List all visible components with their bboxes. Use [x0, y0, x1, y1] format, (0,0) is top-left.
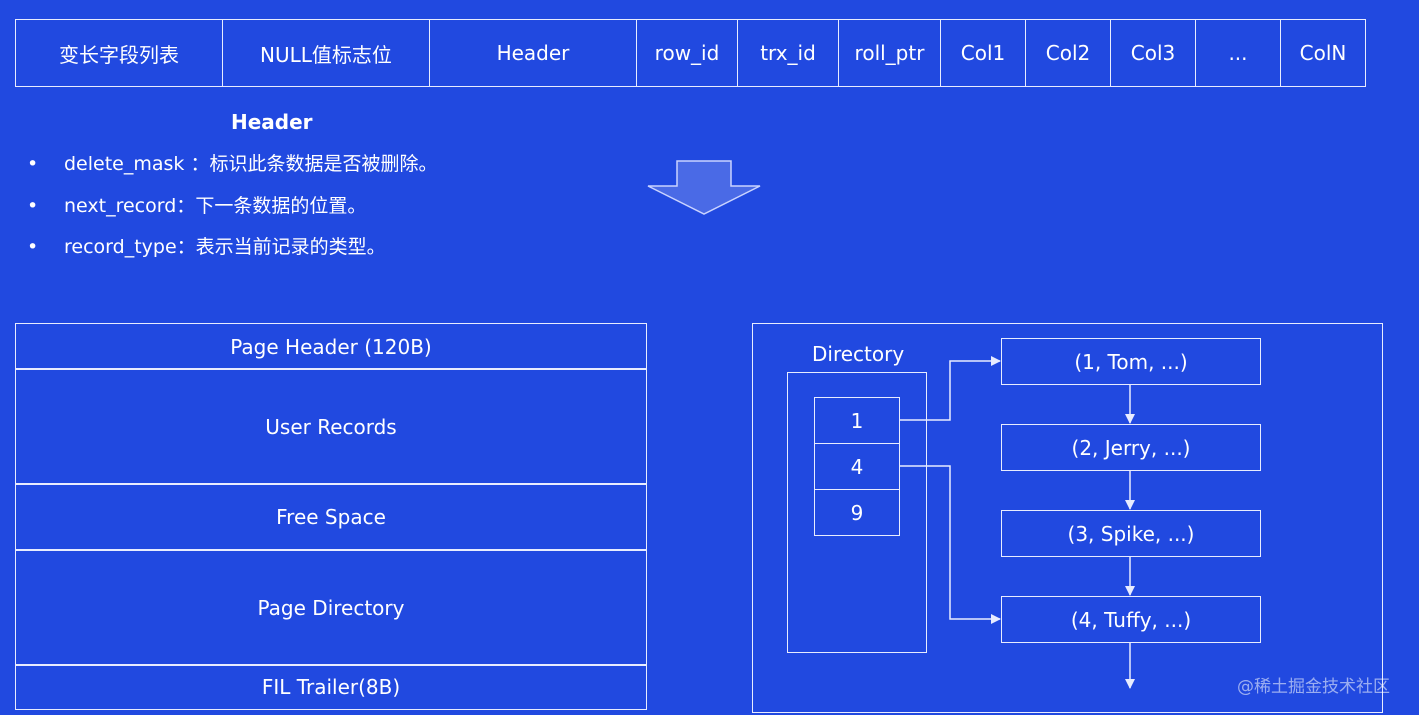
- page-header-section: Page Header (120B): [15, 323, 647, 370]
- field-roll-ptr: roll_ptr: [838, 19, 941, 87]
- page-directory-section: Page Directory: [15, 549, 647, 666]
- user-records-section: User Records: [15, 368, 647, 485]
- slot1-to-record1-arrow: [899, 356, 1001, 421]
- record-spike: (3, Spike, ...): [1001, 510, 1261, 557]
- note-sep: ：: [184, 153, 210, 175]
- free-space-section: Free Space: [15, 483, 647, 551]
- record-tuffy: (4, Tuffy, ...): [1001, 596, 1261, 643]
- field-trx-id: trx_id: [737, 19, 839, 87]
- directory-label: Directory: [812, 342, 905, 366]
- slot4-to-record4-arrow: [899, 465, 1001, 624]
- note-sep: ：: [176, 236, 196, 258]
- directory-panel: [752, 323, 1383, 713]
- record-tom: (1, Tom, ...): [1001, 338, 1261, 385]
- note-next-record: •next_record：下一条数据的位置。: [27, 195, 367, 217]
- directory-container: [787, 372, 927, 653]
- note-delete-mask: •delete_mask ：标识此条数据是否被删除。: [27, 153, 438, 175]
- directory-slot-1: 1: [814, 397, 900, 444]
- field-col2: Col2: [1025, 19, 1111, 87]
- note-name: record_type: [64, 236, 177, 258]
- note-desc: 表示当前记录的类型。: [195, 236, 386, 258]
- field-coln: ColN: [1280, 19, 1366, 87]
- field-null-flags: NULL值标志位: [222, 19, 430, 87]
- note-name: next_record: [64, 195, 177, 217]
- field-variable-length-list: 变长字段列表: [15, 19, 223, 87]
- note-record-type: •record_type：表示当前记录的类型。: [27, 236, 386, 258]
- down-arrow-icon: [647, 160, 761, 215]
- note-name: delete_mask: [64, 153, 185, 175]
- directory-slot-9: 9: [814, 489, 900, 536]
- field-col3: Col3: [1110, 19, 1196, 87]
- fil-trailer-section: FIL Trailer(8B): [15, 664, 647, 710]
- directory-slot-4: 4: [814, 443, 900, 490]
- record-jerry: (2, Jerry, ...): [1001, 424, 1261, 471]
- header-notes-title: Header: [231, 110, 313, 134]
- field-header: Header: [429, 19, 637, 87]
- watermark: @稀土掘金技术社区: [1237, 677, 1390, 697]
- note-sep: ：: [176, 195, 196, 217]
- note-desc: 下一条数据的位置。: [195, 195, 367, 217]
- note-desc: 标识此条数据是否被删除。: [209, 153, 438, 175]
